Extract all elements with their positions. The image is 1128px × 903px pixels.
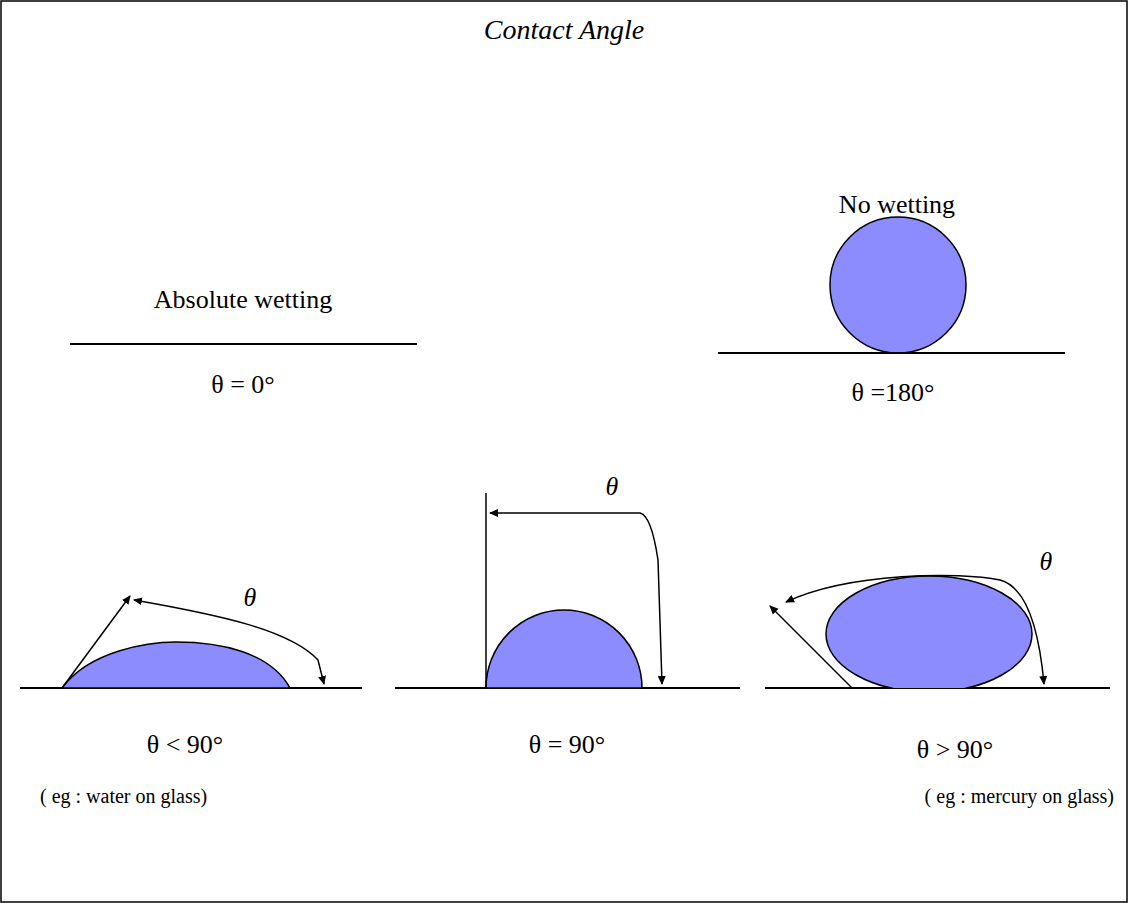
droplet <box>826 576 1032 688</box>
surface-line <box>718 352 1065 354</box>
tangent-line <box>485 493 487 688</box>
droplet <box>486 610 642 688</box>
tangent-line <box>62 596 130 688</box>
section-heading: No wetting <box>839 189 955 220</box>
droplet <box>62 642 290 688</box>
section-heading: Absolute wetting <box>154 284 332 315</box>
angle-value: θ = 0° <box>211 369 275 400</box>
tangent-line <box>770 606 852 688</box>
angle-value: θ > 90° <box>917 734 994 765</box>
diagram-title: Contact Angle <box>484 13 644 47</box>
angle-symbol: θ <box>1040 546 1053 577</box>
angle-arc <box>786 575 1044 684</box>
example-note: ( eg : mercury on glass) <box>925 784 1114 808</box>
angle-arc <box>134 600 324 684</box>
angle-symbol: θ <box>606 471 619 502</box>
angle-arc <box>490 513 662 684</box>
droplet <box>830 217 966 353</box>
example-note: ( eg : water on glass) <box>40 784 207 808</box>
surface-line <box>70 343 417 345</box>
angle-symbol: θ <box>244 582 257 613</box>
angle-value: θ < 90° <box>147 729 224 760</box>
angle-value: θ = 90° <box>529 729 606 760</box>
angle-value: θ =180° <box>851 377 934 408</box>
